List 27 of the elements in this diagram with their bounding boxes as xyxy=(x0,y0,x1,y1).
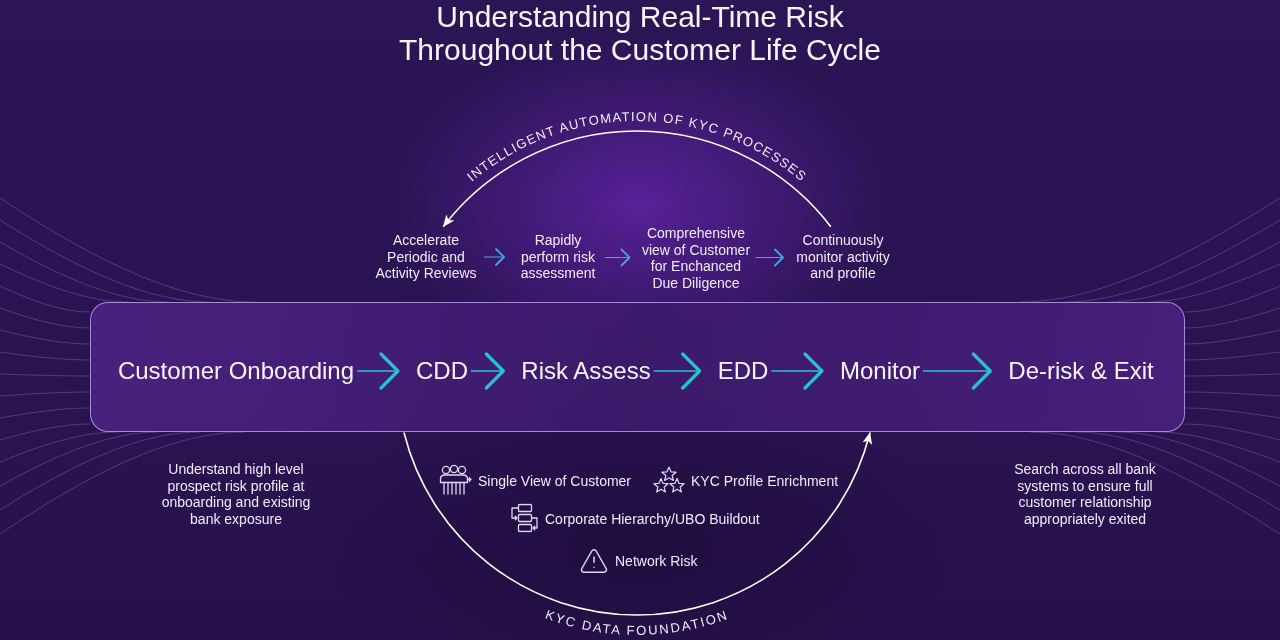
stage-label: Monitor xyxy=(840,357,920,385)
stage-description: Search across all bank systems to ensure full customer relationship appropriately exited xyxy=(1013,461,1157,527)
feature-label: Corporate Hierarchy/UBO Buildout xyxy=(545,509,760,527)
chevron-arrow xyxy=(470,352,505,390)
chevron-arrow xyxy=(604,248,631,267)
curved-arrow xyxy=(403,432,872,616)
step-description: Comprehensive view of Customer for Enchanced Due Diligence xyxy=(639,225,753,291)
feature-label: Network Risk xyxy=(615,552,698,570)
chevron-arrow xyxy=(922,352,992,390)
feature-label: KYC Profile Enrichment xyxy=(691,471,839,489)
step-description: Rapidly perform risk assessment xyxy=(514,232,602,282)
stage-description: Understand high level prospect risk profile at onboarding and existing bank exposure xyxy=(160,461,312,527)
stage-label: Customer Onboarding xyxy=(117,357,355,385)
chevron-arrow xyxy=(755,248,784,267)
diagram-title: Understanding Real-Time Risk Throughout the Customer Life Cycle xyxy=(398,0,882,66)
feature-label: Single View of Customer xyxy=(478,471,632,489)
chevron-arrow xyxy=(770,352,824,390)
chevron-arrow xyxy=(356,352,400,390)
step-description: Continuously monitor activity and profile xyxy=(793,232,893,282)
stage-label: Risk Assess xyxy=(521,357,651,385)
chevron-arrow xyxy=(483,248,505,266)
stage-label: De-risk & Exit xyxy=(1008,357,1154,385)
stage-band xyxy=(90,302,1185,432)
stage-label: EDD xyxy=(717,357,769,385)
stage-label: CDD xyxy=(416,357,468,385)
chevron-arrow xyxy=(653,352,702,390)
step-description: Accelerate Periodic and Activity Reviews xyxy=(371,232,481,282)
